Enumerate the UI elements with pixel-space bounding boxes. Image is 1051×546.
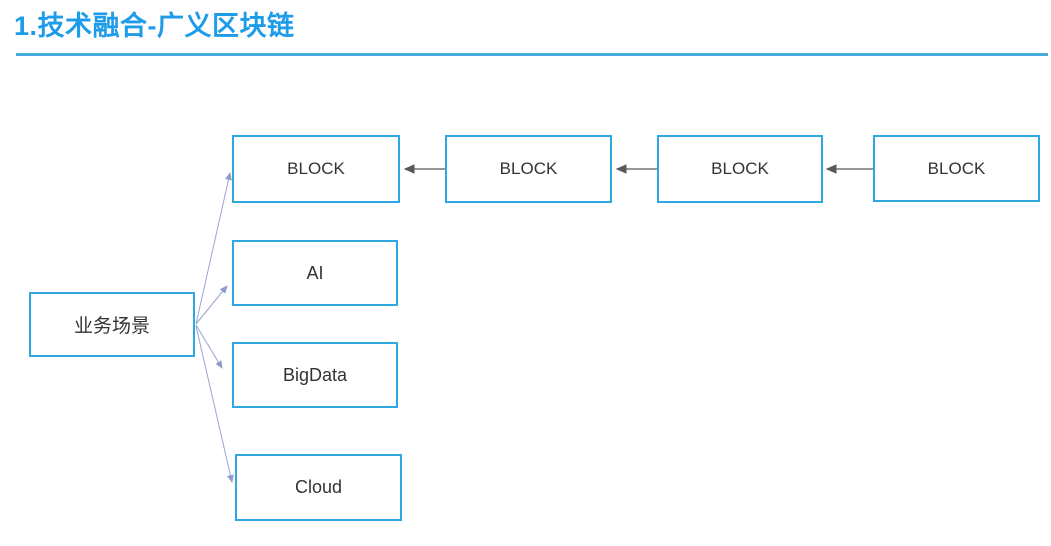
node-label: 业务场景 xyxy=(73,316,150,337)
node-ai: AI xyxy=(232,240,398,306)
node-cloud: Cloud xyxy=(235,454,402,521)
page-title: 1.技术融合-广义区块链 xyxy=(14,11,295,41)
fan-arrow xyxy=(195,325,234,483)
node-block-4: BLOCK xyxy=(873,135,1040,202)
node-block-3: BLOCK xyxy=(657,135,823,203)
fan-arrow xyxy=(195,324,223,369)
title-underline xyxy=(16,53,1048,56)
node-label: Cloud xyxy=(294,477,343,497)
node-label: AI xyxy=(306,262,324,283)
node-block-2: BLOCK xyxy=(445,135,612,203)
node-label: BLOCK xyxy=(287,159,345,178)
fan-arrow xyxy=(195,285,228,325)
node-block-1: BLOCK xyxy=(232,135,400,203)
node-bigdata: BigData xyxy=(232,342,398,408)
node-label: BLOCK xyxy=(711,159,769,178)
node-label: BLOCK xyxy=(499,159,558,178)
node-label: BigData xyxy=(282,364,348,385)
node-business-scenario: 业务场景 xyxy=(29,292,195,357)
node-label: BLOCK xyxy=(927,158,986,178)
fan-arrow xyxy=(195,172,232,325)
